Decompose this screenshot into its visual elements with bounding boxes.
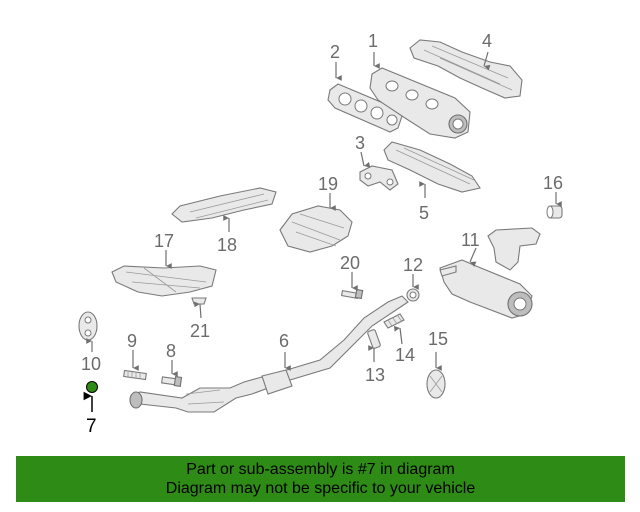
part-16-tailpipe-tip: [546, 205, 563, 219]
part-12-gasket-ring: [406, 288, 420, 302]
callout-2: 2: [330, 42, 340, 62]
callout-12: 12: [403, 255, 423, 275]
part-2-manifold-gasket: [327, 83, 403, 133]
part-19-heat-shield: [279, 205, 353, 253]
banner-line-part-number: Part or sub-assembly is #7 in diagram: [186, 461, 455, 478]
exhaust-parts-diagram: 1 2 3 4 5 6 7 8 9 10 11 12 13 14 15 16 1…: [78, 31, 563, 437]
part-8-bolt: [161, 376, 183, 387]
callout-20: 20: [340, 253, 360, 273]
callout-labels: 1 2 3 4 5 6 7 8 9 10 11 12 13 14 15 16 1…: [81, 31, 563, 437]
callout-19: 19: [318, 174, 338, 194]
part-13-bolt: [367, 329, 381, 349]
callout-18: 18: [217, 235, 237, 255]
callout-13: 13: [365, 365, 385, 385]
part-18-center-heat-shield: [171, 187, 277, 223]
part-5-lower-heat-shield: [383, 141, 481, 193]
banner-line-disclaimer: Diagram may not be specific to your vehi…: [165, 480, 476, 497]
part-15-hanger: [426, 369, 446, 399]
callout-14: 14: [395, 345, 415, 365]
callout-15: 15: [428, 329, 448, 349]
callout-7: 7: [86, 416, 97, 437]
callout-5: 5: [419, 203, 429, 223]
part-7-highlighted-ring: [86, 381, 98, 393]
callout-21: 21: [190, 321, 210, 341]
part-1-exhaust-manifold: [369, 67, 471, 139]
callout-4: 4: [482, 31, 492, 51]
callout-17: 17: [154, 231, 174, 251]
part-6-front-pipe-catalytic-converter: [129, 295, 409, 413]
callout-6: 6: [279, 331, 289, 351]
callout-11: 11: [461, 230, 480, 250]
part-21-clip: [191, 297, 207, 305]
callout-1: 1: [368, 31, 378, 51]
diagram-notice-banner: Part or sub-assembly is #7 in diagram Di…: [16, 456, 625, 502]
callout-8: 8: [166, 341, 176, 361]
part-10-hanger: [78, 311, 98, 341]
part-3-bracket: [359, 165, 399, 191]
leader-arrows: [83, 51, 562, 412]
part-4-upper-heat-shield: [409, 39, 523, 99]
callout-10: 10: [81, 354, 101, 374]
part-20-bolt: [340, 288, 364, 300]
part-11-muffler: [439, 227, 541, 319]
part-17-front-heat-shield: [111, 265, 217, 297]
callout-16: 16: [543, 173, 563, 193]
callout-9: 9: [127, 331, 137, 351]
part-14-spring-bolt: [383, 313, 405, 329]
callout-3: 3: [355, 133, 365, 153]
part-9-stud: [123, 369, 147, 381]
